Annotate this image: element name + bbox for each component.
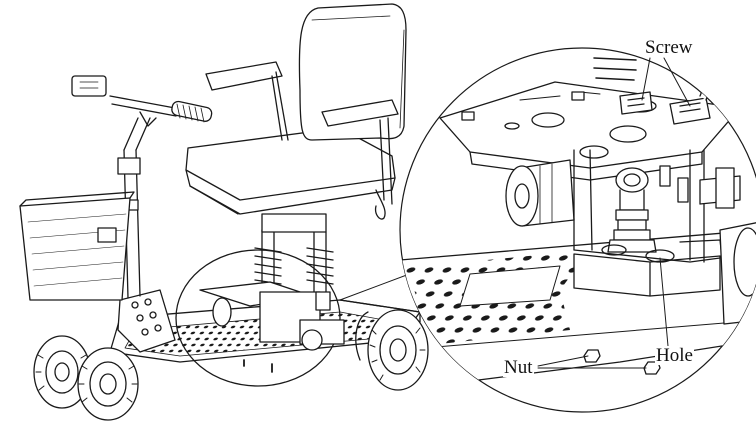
armrest-right xyxy=(321,99,399,127)
lower-bracket xyxy=(573,253,651,297)
zoom-source-circle xyxy=(175,249,341,387)
screw-leader-1 xyxy=(641,57,651,101)
screw-bracket-left xyxy=(619,91,653,115)
nut-label: Nut xyxy=(503,357,534,378)
motor-icon xyxy=(505,159,575,227)
hole-leader xyxy=(659,257,669,347)
scooter-overview xyxy=(19,3,429,421)
center-post-icon xyxy=(607,167,657,253)
screw-leader-2 xyxy=(663,57,691,107)
screw-label: Screw xyxy=(644,37,694,58)
zoom-detail xyxy=(399,47,756,413)
suspension-spring-icon xyxy=(254,247,334,285)
callout-leaders xyxy=(537,57,691,369)
hole-label: Hole xyxy=(655,345,694,366)
armrest-left xyxy=(205,61,283,91)
front-wheel-right-icon xyxy=(77,347,139,421)
rear-wheel-icon xyxy=(355,309,429,391)
nut-left-icon xyxy=(583,349,601,363)
handlebar xyxy=(109,95,177,117)
basket-icon xyxy=(19,191,135,301)
nut-leader-1 xyxy=(537,355,589,367)
